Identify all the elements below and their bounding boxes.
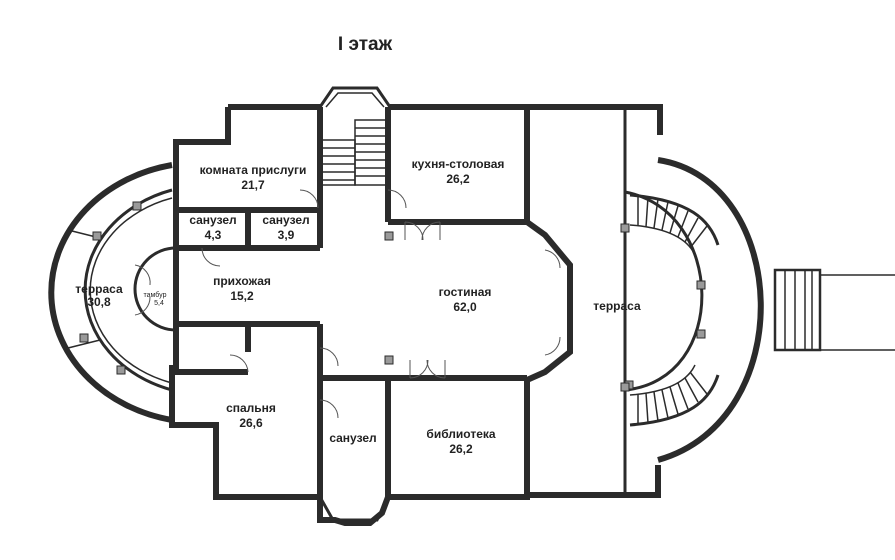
columns [79, 201, 706, 392]
living-room-name: гостиная [439, 285, 492, 299]
bathroom-2-area: 3,9 [278, 228, 295, 242]
bathroom-1-name: санузел [189, 213, 236, 227]
bathroom-2-name: санузел [262, 213, 309, 227]
right-terrace [623, 107, 895, 495]
curved-stairs-top [629, 193, 720, 256]
bathroom-3-name: санузел [329, 431, 376, 445]
room-labels: комната прислуги 21,7 кухня-столовая 26,… [75, 157, 641, 456]
hallway-area: 15,2 [230, 289, 254, 303]
servant-room-name: комната прислуги [200, 163, 307, 177]
library-area: 26,2 [449, 442, 473, 456]
library-name: библиотека [426, 427, 495, 441]
left-terrace [48, 162, 177, 423]
bedroom-name: спальня [226, 401, 276, 415]
bedroom-area: 26,6 [239, 416, 263, 430]
interior-walls [172, 107, 573, 497]
floor-title: I этаж [338, 34, 393, 55]
bottom-bay-window [318, 496, 390, 522]
vestibule-name: тамбур [144, 291, 167, 299]
hallway-name: прихожая [213, 274, 271, 288]
servant-room-area: 21,7 [241, 178, 265, 192]
kitchen-dining-area: 26,2 [446, 172, 470, 186]
living-room-area: 62,0 [453, 300, 477, 314]
top-bay-window [318, 86, 392, 108]
kitchen-dining-name: кухня-столовая [412, 157, 505, 171]
curved-stairs-bottom [629, 364, 720, 427]
vestibule-area: 5,4 [154, 300, 164, 307]
doors [134, 106, 571, 498]
right-stairs [784, 270, 813, 350]
terrace-left-name: терраса [75, 282, 123, 296]
bathroom-1-area: 4,3 [205, 228, 222, 242]
terrace-left-area: 30,8 [87, 295, 111, 309]
terrace-right-name: терраса [593, 299, 641, 313]
main-stairs [321, 119, 389, 186]
